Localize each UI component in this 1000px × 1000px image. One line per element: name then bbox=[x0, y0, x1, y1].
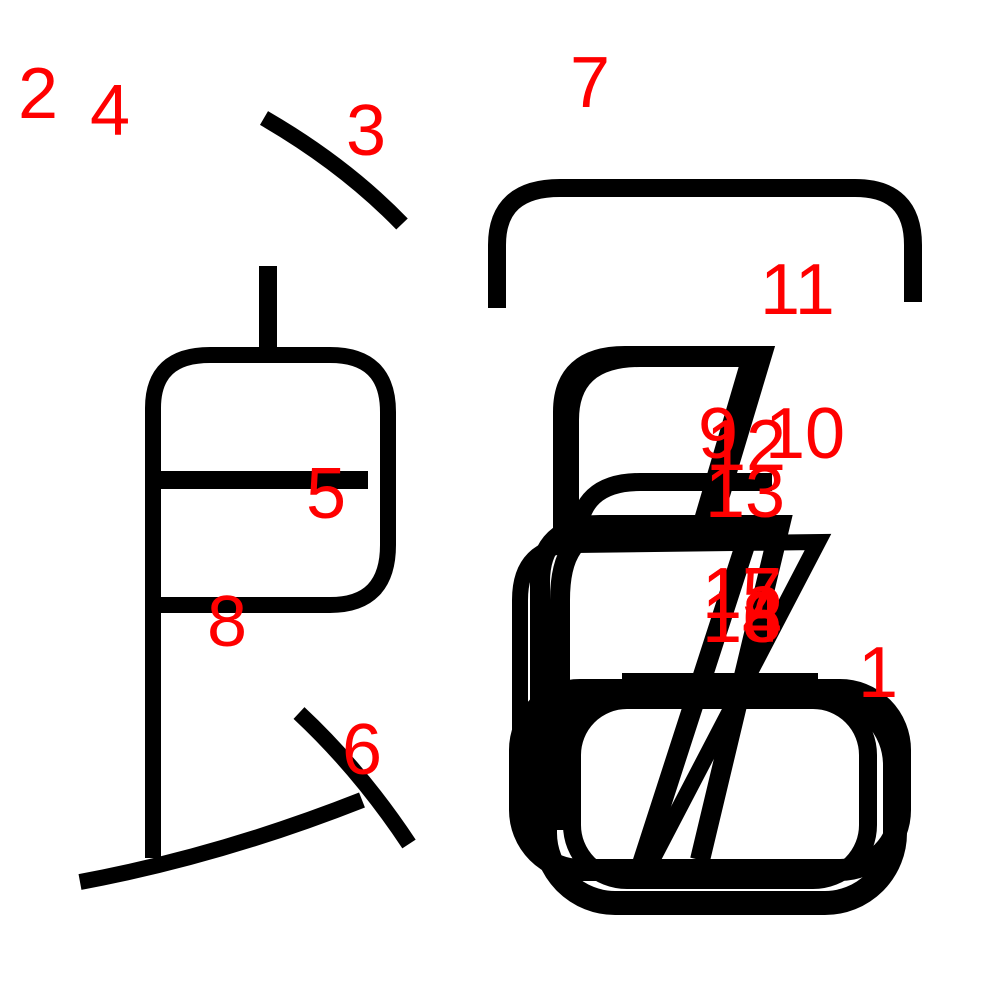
label-15: 15 bbox=[702, 554, 782, 634]
label-1: 1 bbox=[858, 633, 898, 713]
label-11: 11 bbox=[760, 250, 835, 330]
label-7: 7 bbox=[570, 43, 610, 123]
label-9: 9 bbox=[698, 394, 738, 474]
stroke-group bbox=[78, 111, 922, 915]
stroke-bottom-press bbox=[293, 707, 416, 849]
stroke-middle-shape-d bbox=[550, 520, 764, 874]
label-17: 17 bbox=[702, 554, 782, 634]
label-14: 14 bbox=[702, 578, 782, 658]
label-13: 13 bbox=[705, 453, 785, 533]
stroke-box-outline bbox=[145, 347, 396, 858]
label-16: 16 bbox=[702, 578, 782, 658]
label-8: 8 bbox=[207, 582, 247, 662]
label-6: 6 bbox=[342, 710, 382, 790]
stroke-number-labels: 1 2 3 4 5 6 7 8 9 10 11 12 13 14 15 16 1… bbox=[18, 43, 898, 790]
stroke-top-left-slash bbox=[259, 111, 408, 230]
label-4: 4 bbox=[90, 71, 130, 151]
label-10: 10 bbox=[765, 394, 845, 474]
label-3: 3 bbox=[346, 91, 386, 171]
stroke-crown bbox=[488, 179, 922, 308]
label-18: 18 bbox=[702, 578, 782, 658]
label-2: 2 bbox=[18, 54, 58, 134]
label-5: 5 bbox=[306, 454, 346, 534]
stroke-upper-hook-b bbox=[565, 353, 758, 545]
label-12: 12 bbox=[706, 406, 786, 486]
stroke-bottom-box-c bbox=[563, 691, 877, 889]
stroke-bottom-rise bbox=[78, 792, 365, 890]
